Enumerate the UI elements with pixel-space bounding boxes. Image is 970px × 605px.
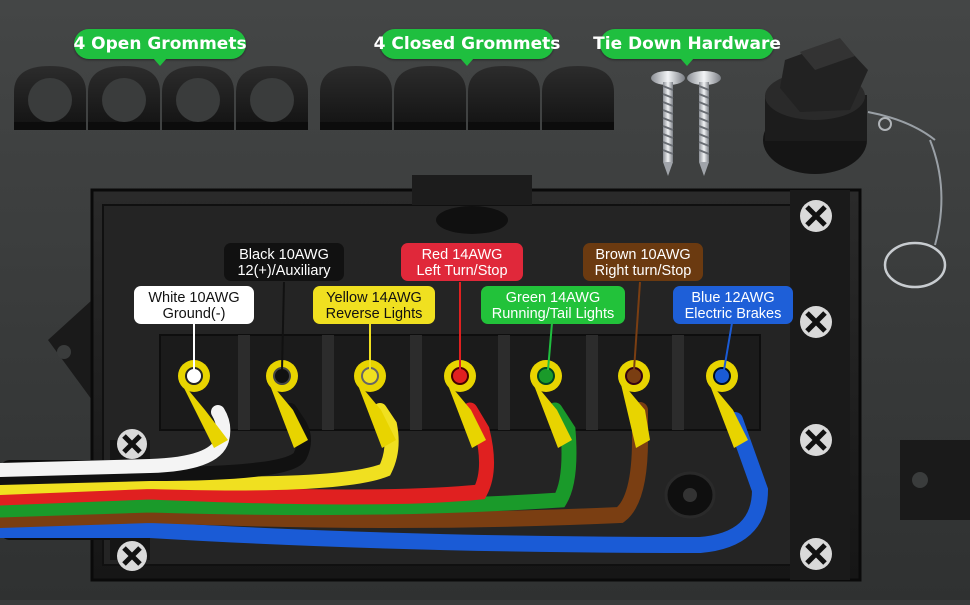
closed-grommets-pill: 4 Closed Grommets [374, 29, 560, 66]
screw-2 [687, 71, 721, 176]
tie-down-hardware-pill: Tie Down Hardware [593, 29, 781, 66]
box-corner-screws [117, 200, 832, 571]
closed-grommet-4 [542, 66, 614, 130]
wire-blue [0, 412, 769, 554]
label-black-line1: Black 10AWG [239, 247, 329, 263]
open-grommet-1 [14, 66, 86, 130]
label-blue-line1: Blue 12AWG [691, 290, 775, 306]
closed-grommet-2 [394, 66, 466, 130]
terminal-brown [618, 360, 650, 448]
label-green-wire: Green 14AWG Running/Tail Lights [481, 286, 625, 324]
label-green-line2: Running/Tail Lights [491, 306, 615, 322]
label-red-wire: Red 14AWG Left Turn/Stop [401, 243, 523, 281]
label-brown-line1: Brown 10AWG [595, 247, 691, 263]
wire-red [0, 402, 495, 506]
open-grommets-pill: 4 Open Grommets [73, 29, 247, 66]
closed-grommet-3 [468, 66, 540, 130]
label-leaders [193, 281, 733, 371]
terminal-red [444, 360, 486, 448]
terminal-blue [706, 360, 748, 448]
label-brown-wire: Brown 10AWG Right turn/Stop [583, 243, 703, 281]
wire-yellow [0, 403, 399, 495]
label-yellow-line1: Yellow 14AWG [326, 290, 422, 306]
open-grommet-3 [162, 66, 234, 130]
terminal-white [178, 360, 228, 448]
label-white-line2: Ground(-) [162, 306, 226, 322]
label-blue-line2: Electric Brakes [684, 306, 782, 322]
terminal-yellow [354, 360, 396, 448]
wire-bundle [0, 402, 769, 554]
label-white-wire: White 10AWG Ground(-) [134, 286, 254, 324]
wire-green [0, 402, 577, 518]
terminal-black [266, 360, 308, 448]
label-white-line1: White 10AWG [148, 290, 240, 306]
label-yellow-line2: Reverse Lights [325, 306, 423, 322]
label-brown-line2: Right turn/Stop [594, 263, 692, 279]
label-black-line2: 12(+)/Auxiliary [237, 263, 331, 279]
label-blue-wire: Blue 12AWG Electric Brakes [673, 286, 793, 324]
closed-grommet-1 [320, 66, 392, 130]
screw-1 [651, 71, 685, 176]
label-green-line1: Green 14AWG [505, 290, 601, 306]
wire-brown [0, 402, 648, 528]
dust-cap [763, 38, 936, 174]
open-grommet-4 [236, 66, 308, 130]
terminal-green [530, 360, 572, 448]
label-red-line1: Red 14AWG [421, 247, 503, 263]
lanyard-ring [883, 139, 947, 289]
terminals [178, 360, 748, 448]
label-red-line2: Left Turn/Stop [416, 263, 508, 279]
label-black-wire: Black 10AWG 12(+)/Auxiliary [224, 243, 344, 281]
open-grommet-2 [88, 66, 160, 130]
label-yellow-wire: Yellow 14AWG Reverse Lights [313, 286, 435, 324]
